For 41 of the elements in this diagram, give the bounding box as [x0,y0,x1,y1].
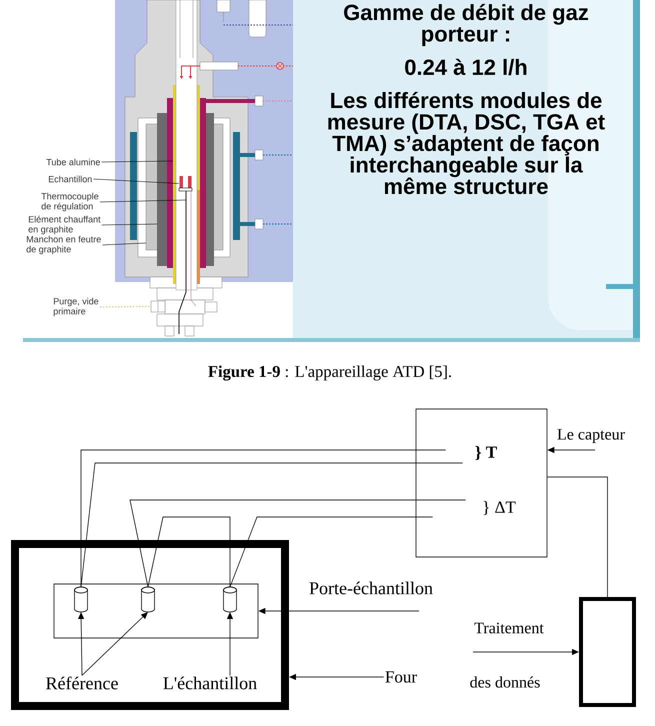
furnace-box [11,540,289,710]
top-fitting [216,0,230,22]
body-text: Les différents modules de mesure (DTA, DSC, TGA et TMA) s’adaptent de façon interchangeable sur la même structure [328,92,605,194]
signal-label: } ΔT [484,500,516,516]
leader-line [102,224,158,226]
leader-line [100,200,186,202]
leader-line [101,160,174,162]
part-label: Purge, vide primaire [54,298,98,316]
part-label: L'échantillon [163,676,257,690]
wire [230,516,433,588]
processing-label: Traitement [474,622,544,634]
thermocouple-wire [178,190,196,334]
processing-box [579,597,636,707]
part-label: Référence [46,676,118,690]
sample-crucible [178,176,192,192]
heading-text: Gamme de débit de gaz porteur : [344,4,588,46]
leader-line [93,178,180,184]
heating-element [157,113,168,266]
part-label: Tube alumine [46,158,100,166]
sample-holder [54,584,258,638]
leader-line [99,306,152,308]
part-label: Four [385,671,417,683]
crucible [223,586,237,612]
wire [148,516,230,588]
figure-caption: Figure 1-9 : L'appareillage ATD [5]. [208,365,451,381]
purge-port [150,300,166,312]
signal-label: } T [476,446,497,460]
part-label: Thermocouple de régulation [41,192,98,212]
part-label: Manchon en feutre de graphite [26,236,101,254]
wire [130,500,466,588]
value-text: 0.24 à 12 l/h [405,58,526,76]
crucible [141,586,155,612]
part-label: Elément chauffant en graphite [28,216,100,234]
edge-label: Le capteur [556,428,626,444]
leader-line [102,242,146,246]
processing-label: des donnés [470,676,540,688]
connector-line [547,476,608,598]
arrow [82,612,148,676]
part-label: Echantillon [48,176,92,182]
edge-label: Porte-échantillon [308,580,434,596]
crucible [74,586,88,612]
